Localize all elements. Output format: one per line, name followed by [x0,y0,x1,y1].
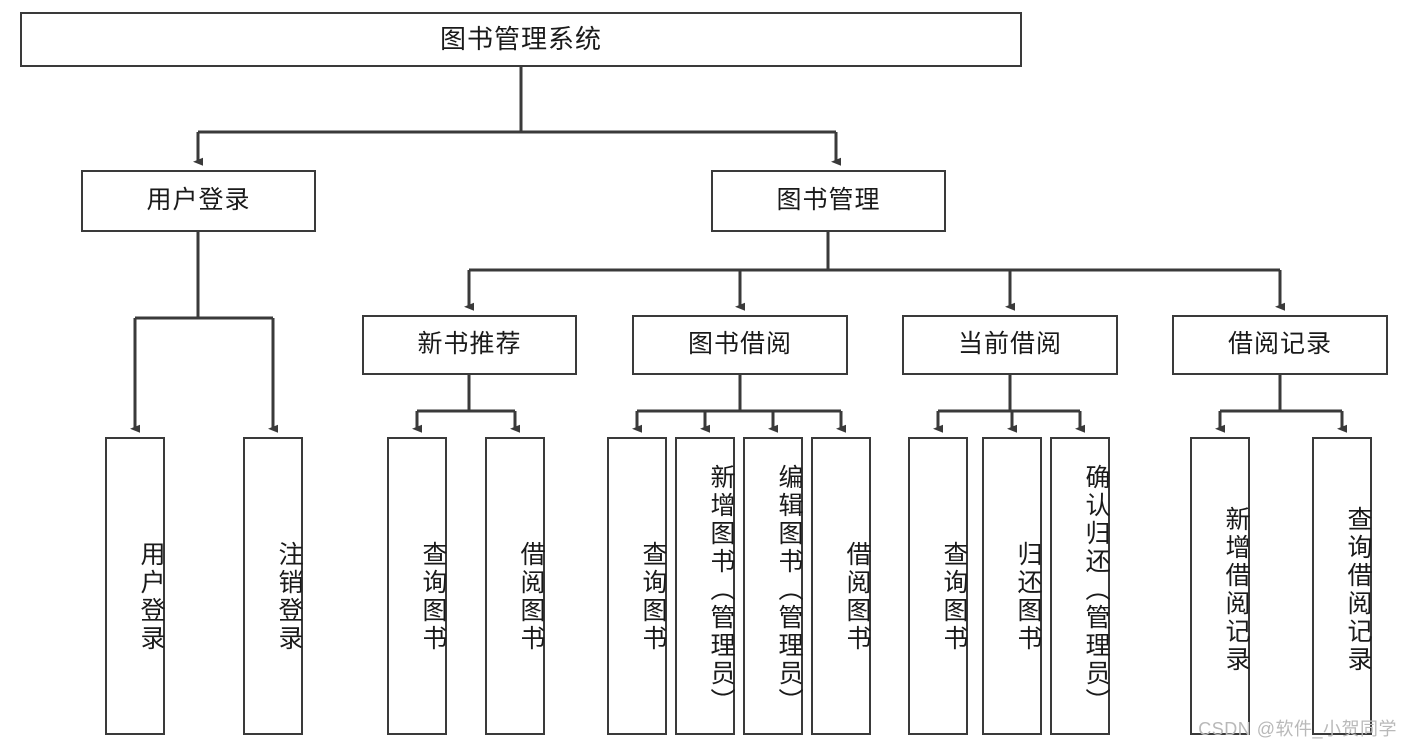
node-current-borrow[interactable]: 当前借阅 [902,315,1118,375]
node-book-manage[interactable]: 图书管理 [711,170,946,232]
node-book-borrow[interactable]: 图书借阅 [632,315,848,375]
node-leaf-query-record-label: 查询借阅记录 [1344,506,1372,674]
node-user-login-label: 用户登录 [146,186,251,215]
node-leaf-borrow-book-1[interactable]: 借阅图书 [485,437,545,735]
watermark: CSDN @软件_小贺同学 [1198,719,1397,739]
node-leaf-query-book-2[interactable]: 查询图书 [607,437,667,735]
node-user-login[interactable]: 用户登录 [81,170,316,232]
node-leaf-query-book-1[interactable]: 查询图书 [387,437,447,735]
node-new-book-recommend[interactable]: 新书推荐 [362,315,577,375]
node-root[interactable]: 图书管理系统 [20,12,1022,67]
node-leaf-borrow-book-1-label: 借阅图书 [517,541,545,653]
node-leaf-confirm-return-label: 确认归还（管理员） [1082,464,1110,716]
node-leaf-borrow-book-2[interactable]: 借阅图书 [811,437,871,735]
node-leaf-edit-book-label: 编辑图书（管理员） [775,464,803,716]
node-leaf-edit-book[interactable]: 编辑图书（管理员） [743,437,803,735]
node-leaf-add-record[interactable]: 新增借阅记录 [1190,437,1250,735]
node-borrow-record-label: 借阅记录 [1227,330,1332,359]
node-leaf-query-book-2-label: 查询图书 [639,541,667,653]
node-leaf-confirm-return[interactable]: 确认归还（管理员） [1050,437,1110,735]
node-root-label: 图书管理系统 [439,24,602,55]
node-current-borrow-label: 当前借阅 [957,330,1062,359]
node-borrow-record[interactable]: 借阅记录 [1172,315,1388,375]
node-leaf-add-book-label: 新增图书（管理员） [707,464,735,716]
node-new-book-recommend-label: 新书推荐 [417,330,522,359]
node-leaf-return-book[interactable]: 归还图书 [982,437,1042,735]
node-leaf-query-book-3[interactable]: 查询图书 [908,437,968,735]
node-leaf-user-login-label: 用户登录 [137,541,165,653]
node-book-manage-label: 图书管理 [776,186,881,215]
node-leaf-add-book[interactable]: 新增图书（管理员） [675,437,735,735]
node-leaf-user-login[interactable]: 用户登录 [105,437,165,735]
node-leaf-user-logout-label: 注销登录 [275,541,303,653]
node-book-borrow-label: 图书借阅 [687,330,792,359]
node-leaf-query-book-3-label: 查询图书 [940,541,968,653]
node-leaf-borrow-book-2-label: 借阅图书 [843,541,871,653]
node-leaf-add-record-label: 新增借阅记录 [1222,506,1250,674]
node-leaf-user-logout[interactable]: 注销登录 [243,437,303,735]
node-leaf-query-record[interactable]: 查询借阅记录 [1312,437,1372,735]
node-leaf-query-book-1-label: 查询图书 [419,541,447,653]
node-leaf-return-book-label: 归还图书 [1014,541,1042,653]
